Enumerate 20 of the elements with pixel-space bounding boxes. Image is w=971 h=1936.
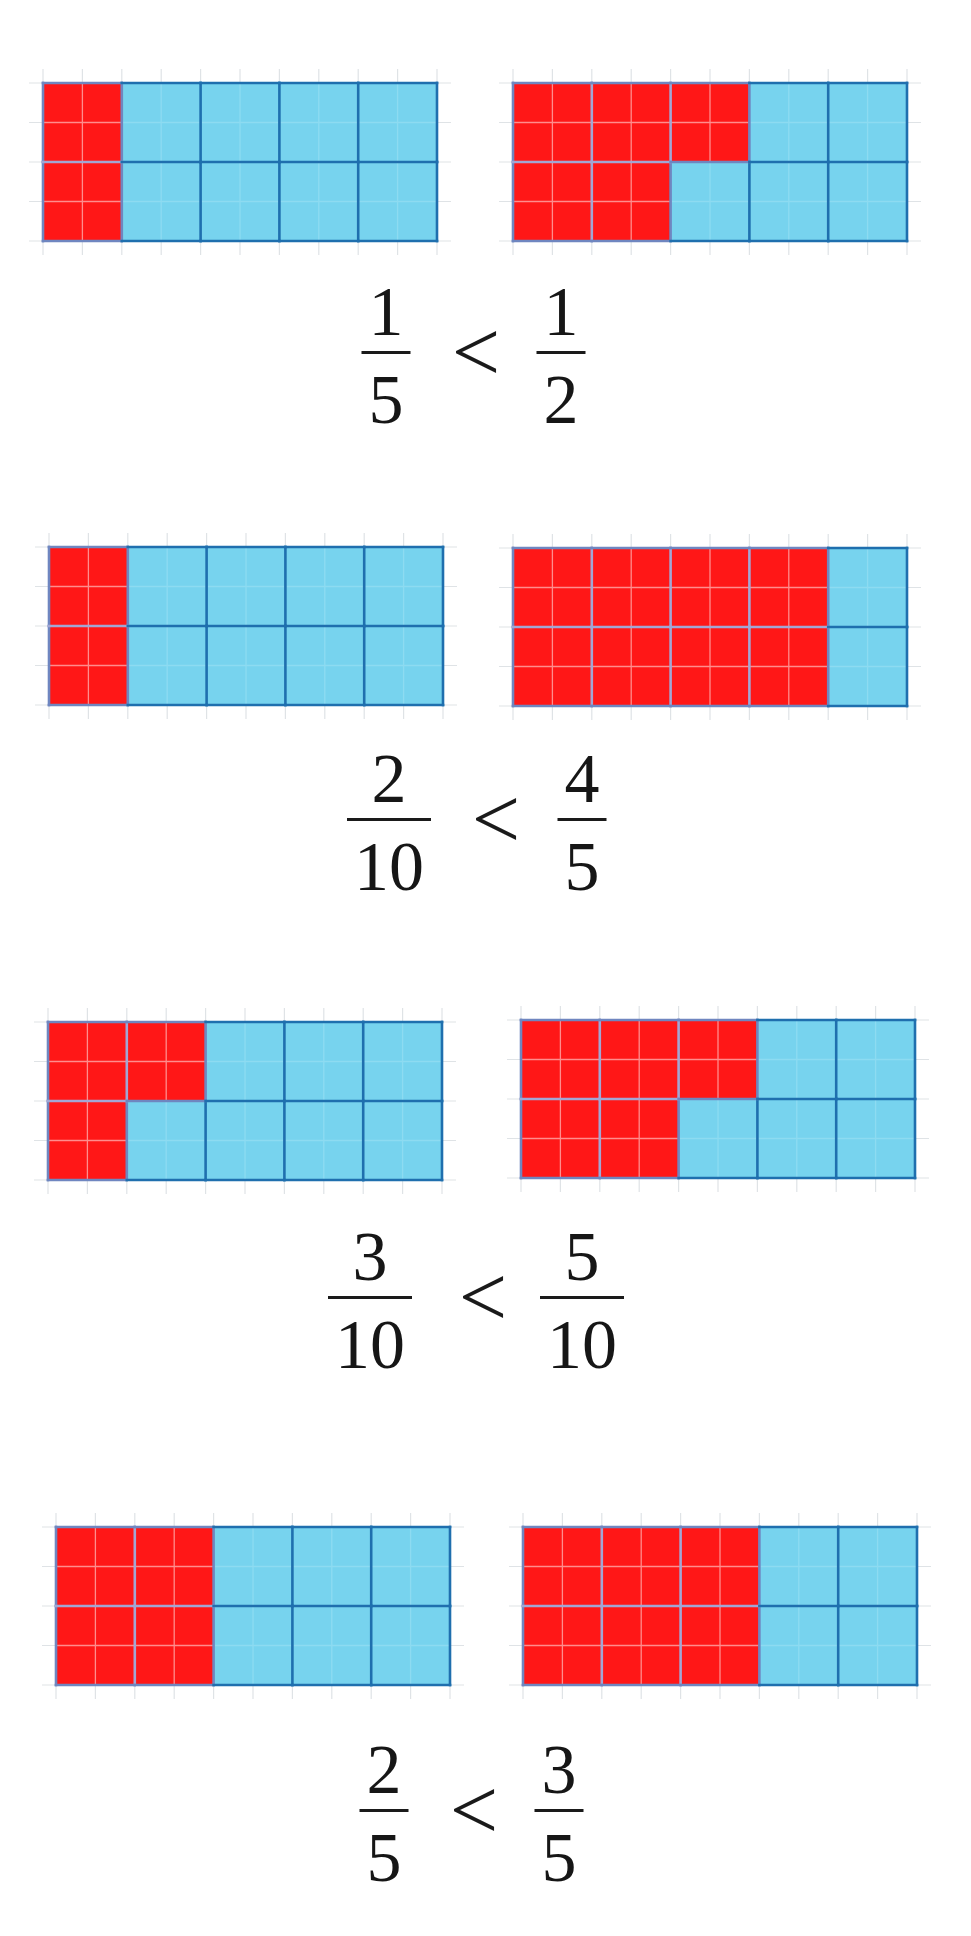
fraction-denominator: 5 [564, 842, 600, 893]
less-than-sign: < [458, 1271, 508, 1325]
fraction-denominator: 5 [541, 1833, 577, 1884]
fraction-numerator: 5 [564, 1232, 600, 1283]
fraction-numerator: 1 [543, 287, 579, 338]
fraction-numerator: 2 [366, 1745, 402, 1796]
fraction-denominator: 5 [366, 1833, 402, 1884]
fraction-denominator: 10 [354, 842, 424, 893]
fraction-denominator: 10 [547, 1320, 617, 1371]
fraction-denominator: 5 [368, 375, 404, 426]
fraction-denominator: 10 [335, 1320, 405, 1371]
less-than-sign: < [449, 1784, 499, 1838]
fraction-numerator: 4 [564, 754, 600, 805]
fraction-numerator: 3 [352, 1232, 388, 1283]
fraction-numerator: 2 [371, 754, 407, 805]
fraction-numerator: 3 [541, 1745, 577, 1796]
less-than-sign: < [451, 326, 501, 380]
fraction-denominator: 2 [543, 375, 579, 426]
less-than-sign: < [471, 793, 521, 847]
fraction-numerator: 1 [368, 287, 404, 338]
